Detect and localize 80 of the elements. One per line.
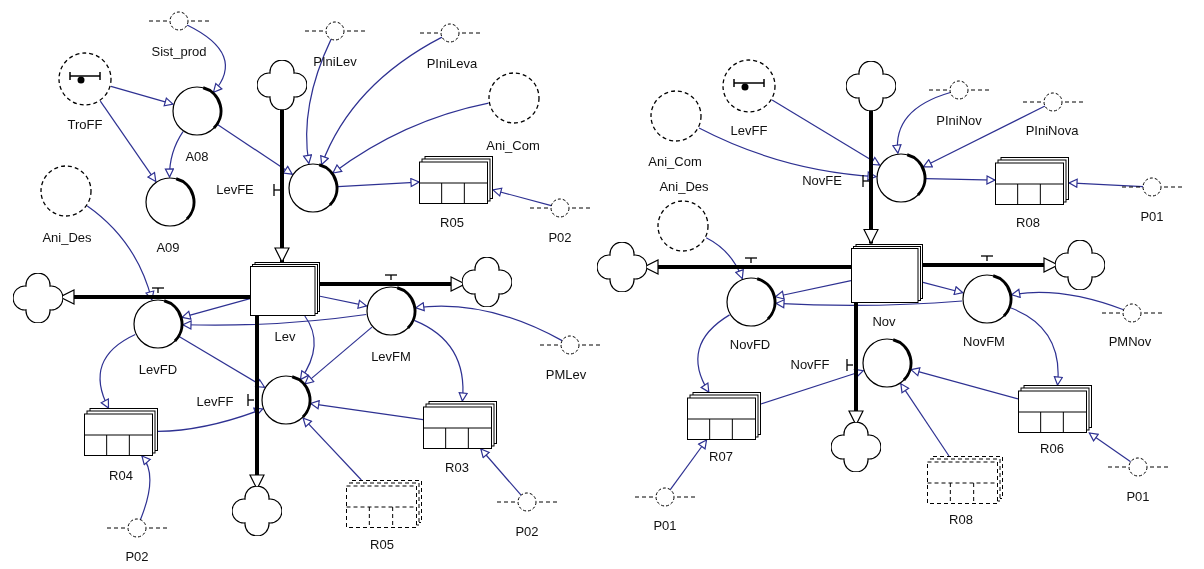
variable-label: LevFF bbox=[729, 123, 769, 139]
connector-arrow bbox=[698, 127, 877, 181]
variable-label: R03 bbox=[444, 460, 470, 476]
connector-arrow bbox=[99, 333, 136, 409]
connector-arrow bbox=[1088, 432, 1132, 463]
variable-label: PIniNova bbox=[1024, 123, 1080, 139]
connector-arrow bbox=[415, 302, 563, 342]
connector-arrow bbox=[1068, 178, 1144, 188]
connector-arrow bbox=[771, 99, 881, 166]
variable-label: R04 bbox=[108, 468, 134, 484]
variable-label: NovFE bbox=[801, 173, 843, 189]
variable-label: PIniLeva bbox=[425, 56, 479, 72]
variable-label: Ani_Des bbox=[41, 230, 93, 246]
variable-label: LevFM bbox=[370, 349, 412, 365]
variable-label: P02 bbox=[514, 524, 540, 540]
connector-arrow bbox=[310, 400, 424, 421]
variable-label: P01 bbox=[1139, 209, 1165, 225]
variable-label: PMNov bbox=[1107, 334, 1153, 350]
connector-arrow bbox=[900, 383, 950, 457]
variable-label: P01 bbox=[652, 518, 678, 534]
variable-label: Nov bbox=[871, 314, 897, 330]
variable-label: LevFF bbox=[195, 394, 235, 410]
variable-label: P02 bbox=[547, 230, 573, 246]
connector-arrow bbox=[892, 91, 951, 154]
connector-arrow bbox=[332, 102, 490, 174]
connector-arrow bbox=[99, 100, 157, 183]
variable-label: Ani_Com bbox=[647, 154, 703, 170]
connector-arrow bbox=[304, 326, 373, 385]
variable-label: NovFM bbox=[962, 334, 1006, 350]
connector-arrow bbox=[186, 24, 226, 93]
connector-arrow bbox=[775, 299, 963, 309]
variable-label: NovFF bbox=[789, 357, 831, 373]
variable-label: R05 bbox=[439, 215, 465, 231]
connector-arrow bbox=[217, 124, 293, 175]
variable-label: A08 bbox=[184, 149, 210, 165]
variable-label: R06 bbox=[1039, 441, 1065, 457]
variable-label: LevFE bbox=[215, 182, 255, 198]
connector-arrow bbox=[492, 187, 552, 207]
variable-label: Ani_Com bbox=[485, 138, 541, 154]
connector-arrow bbox=[302, 417, 362, 481]
connector-arrow bbox=[922, 281, 964, 296]
variable-label: Lev bbox=[273, 329, 297, 345]
variable-label: Sist_prod bbox=[150, 44, 208, 60]
variable-label: R08 bbox=[1015, 215, 1041, 231]
variable-label: R08 bbox=[948, 512, 974, 528]
connector-arrow bbox=[697, 314, 731, 393]
connector-arrow bbox=[910, 367, 1019, 400]
variable-label: Ani_Des bbox=[658, 179, 710, 195]
connector-arrow bbox=[413, 319, 468, 402]
variable-label: TroFF bbox=[66, 117, 104, 133]
connector-arrow bbox=[480, 448, 522, 496]
connector-arrow bbox=[182, 313, 367, 330]
variable-label: PIniNov bbox=[935, 113, 983, 129]
connector-arrow bbox=[922, 105, 1046, 168]
connector-arrow bbox=[1009, 307, 1063, 386]
connector-arrow bbox=[760, 368, 864, 405]
variable-label: PMLev bbox=[544, 367, 588, 383]
connector-arrow bbox=[319, 295, 368, 309]
connector-arrow bbox=[669, 439, 708, 491]
connector-arrow bbox=[165, 131, 184, 178]
connector-arrow bbox=[337, 177, 420, 188]
connector-arrow bbox=[139, 455, 151, 521]
connector-arrow bbox=[157, 407, 264, 433]
connector-arrow bbox=[110, 85, 174, 107]
variable-label: R07 bbox=[708, 449, 734, 465]
connector-arrow bbox=[774, 280, 852, 300]
variable-label: A09 bbox=[155, 240, 181, 256]
connector-arrow bbox=[925, 175, 996, 185]
connector-arrow bbox=[181, 298, 251, 320]
connector-arrow bbox=[1011, 289, 1125, 311]
connector-arrow bbox=[299, 315, 315, 381]
variable-label: P01 bbox=[1125, 489, 1151, 505]
connector-arrow bbox=[320, 36, 443, 166]
connector-arrow bbox=[178, 336, 266, 388]
variable-label: R05 bbox=[369, 537, 395, 553]
variable-label: NovFD bbox=[728, 337, 772, 353]
connector-arrow bbox=[303, 38, 332, 164]
variable-label: P02 bbox=[124, 549, 150, 565]
variable-label: LevFD bbox=[137, 362, 179, 378]
connector-arrow bbox=[705, 237, 744, 280]
